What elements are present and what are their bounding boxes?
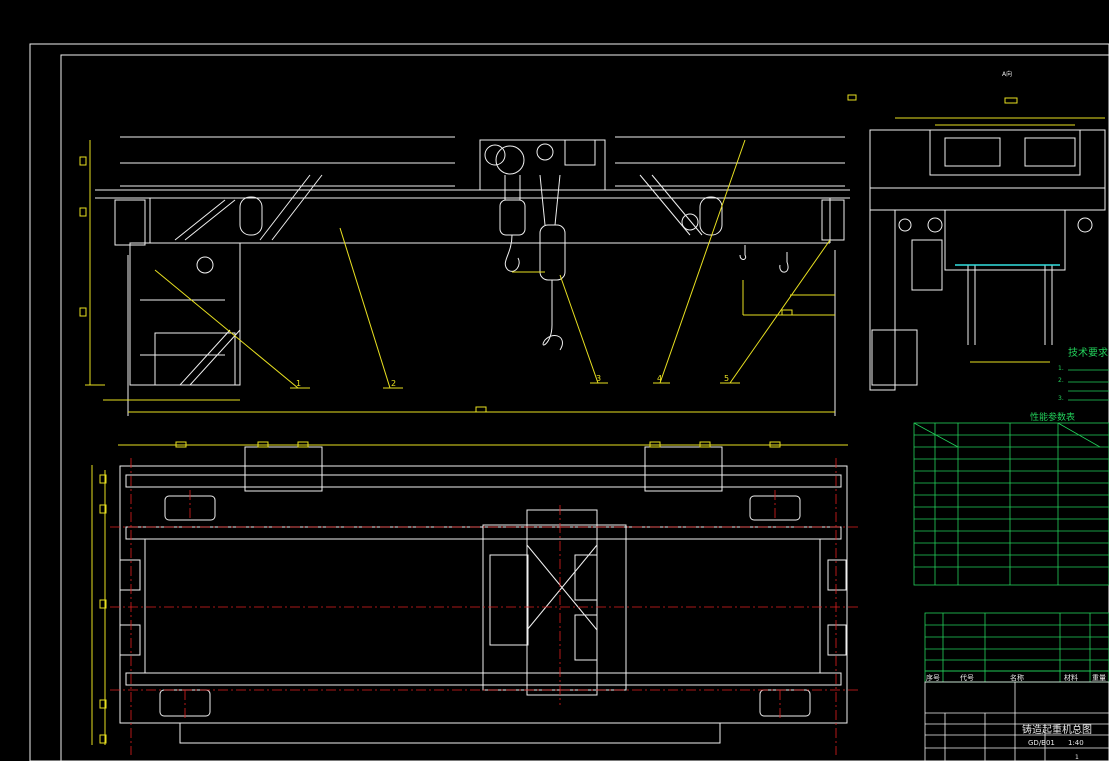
tech-req-line-1: 1. bbox=[1058, 365, 1064, 372]
elevation-view bbox=[95, 136, 850, 416]
bom-weight-label: 重量 bbox=[1092, 674, 1106, 682]
sheet-number: 1 bbox=[1075, 754, 1079, 761]
bom-material-label: 材料 bbox=[1064, 673, 1078, 682]
balloon-5: 5 bbox=[724, 374, 729, 383]
performance-table bbox=[913, 422, 1109, 586]
bom-header-row: 序号 代号 名称 材料 重量 bbox=[926, 673, 1106, 682]
title-block-text: 铸造起重机总图 GD/B01 1:40 1 bbox=[1022, 723, 1092, 761]
performance-table-heading: 性能参数表 bbox=[1030, 411, 1075, 423]
drawing-frame bbox=[29, 43, 1109, 761]
side-view bbox=[869, 129, 1106, 391]
bom-name-label: 名称 bbox=[1010, 673, 1024, 682]
tech-req-marks bbox=[1068, 369, 1109, 401]
balloon-2: 2 bbox=[391, 379, 396, 388]
bom-code-label: 代号 bbox=[960, 673, 974, 682]
elevation-dimensions bbox=[79, 139, 835, 413]
balloon-1: 1 bbox=[296, 379, 301, 388]
tech-req-heading: 技术要求 bbox=[1068, 346, 1108, 359]
bom-table bbox=[924, 612, 1109, 683]
plan-centerlines bbox=[110, 458, 858, 755]
side-dimensions bbox=[847, 94, 1105, 363]
technical-requirements: 技术要求 1. 2. 3. bbox=[1058, 346, 1108, 402]
side-view-title: A向 bbox=[1002, 70, 1012, 78]
balloon-3: 3 bbox=[596, 374, 601, 383]
drawing-scale: 1:40 bbox=[1068, 739, 1084, 747]
title-block bbox=[924, 681, 1109, 761]
balloon-labels: 1 2 3 4 5 bbox=[296, 374, 729, 388]
tech-req-line-3: 3. bbox=[1058, 395, 1064, 402]
drawing-title: 铸造起重机总图 bbox=[1022, 723, 1092, 736]
plan-dimensions bbox=[91, 441, 848, 745]
plan-view bbox=[119, 446, 848, 744]
bom-seq-label: 序号 bbox=[926, 673, 940, 682]
balloon-4: 4 bbox=[657, 374, 662, 383]
drawing-number: GD/B01 bbox=[1028, 739, 1055, 747]
tech-req-line-2: 2. bbox=[1058, 377, 1064, 384]
